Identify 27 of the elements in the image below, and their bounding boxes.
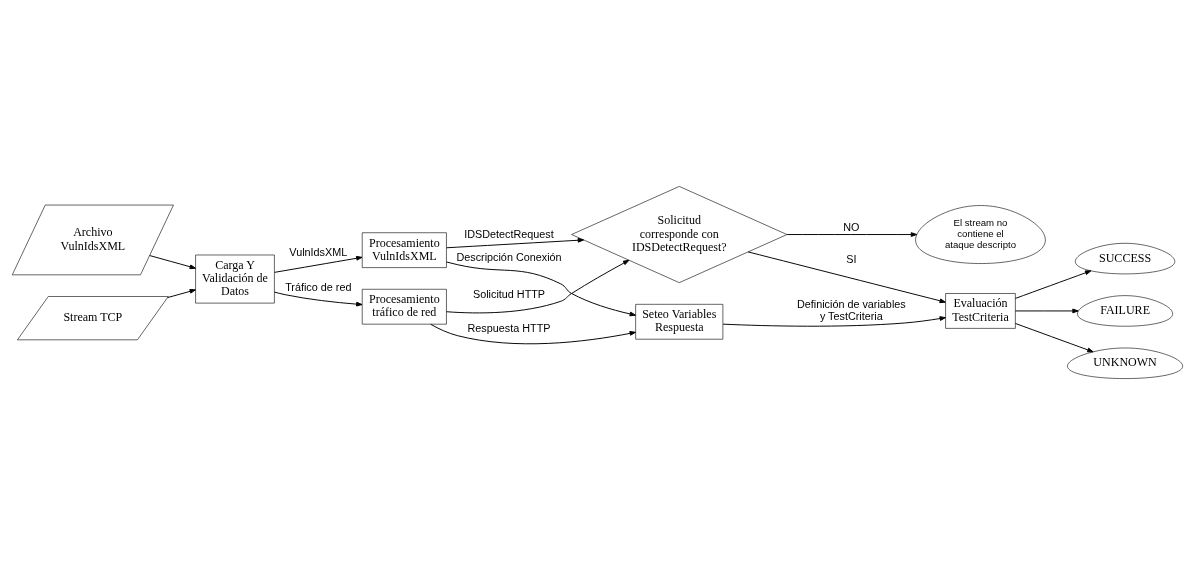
edge-label: VulnIdsXML bbox=[289, 245, 348, 258]
arrow bbox=[1014, 269, 1092, 299]
arrow bbox=[446, 237, 585, 248]
edge-label: Definición de variables y TestCriteria bbox=[796, 297, 906, 322]
arrow bbox=[1014, 308, 1079, 313]
arrow bbox=[273, 291, 363, 307]
arrow bbox=[1014, 322, 1094, 352]
edge-label: Tráfico de red bbox=[285, 280, 352, 293]
arrow bbox=[430, 323, 636, 344]
arrow bbox=[149, 254, 196, 269]
edge-label: IDSDetectRequest bbox=[464, 227, 554, 240]
arrow bbox=[722, 315, 946, 327]
node-box: Seteo Variables Respuesta bbox=[635, 303, 724, 339]
node-box: Carga Y Validación de Datos bbox=[195, 254, 275, 303]
edge-label: Solicitud HTTP bbox=[472, 287, 546, 300]
arrow bbox=[786, 231, 918, 237]
node-diamond: Solicitud corresponde con IDSDetectRequest? bbox=[571, 185, 788, 283]
arrow bbox=[747, 250, 946, 303]
edge-label: SI bbox=[846, 252, 857, 265]
node-box: Evaluación TestCriteria bbox=[945, 292, 1016, 329]
node-box: Procesamiento VulnIdsXML bbox=[361, 231, 447, 268]
node-box: Procesamiento tráfico de red bbox=[361, 288, 447, 324]
edge-label: NO bbox=[843, 220, 860, 233]
arrow bbox=[274, 255, 363, 273]
edge-label: Descripción Conexión bbox=[456, 250, 562, 263]
arrow bbox=[167, 288, 196, 298]
edge-label: Respuesta HTTP bbox=[467, 321, 551, 334]
